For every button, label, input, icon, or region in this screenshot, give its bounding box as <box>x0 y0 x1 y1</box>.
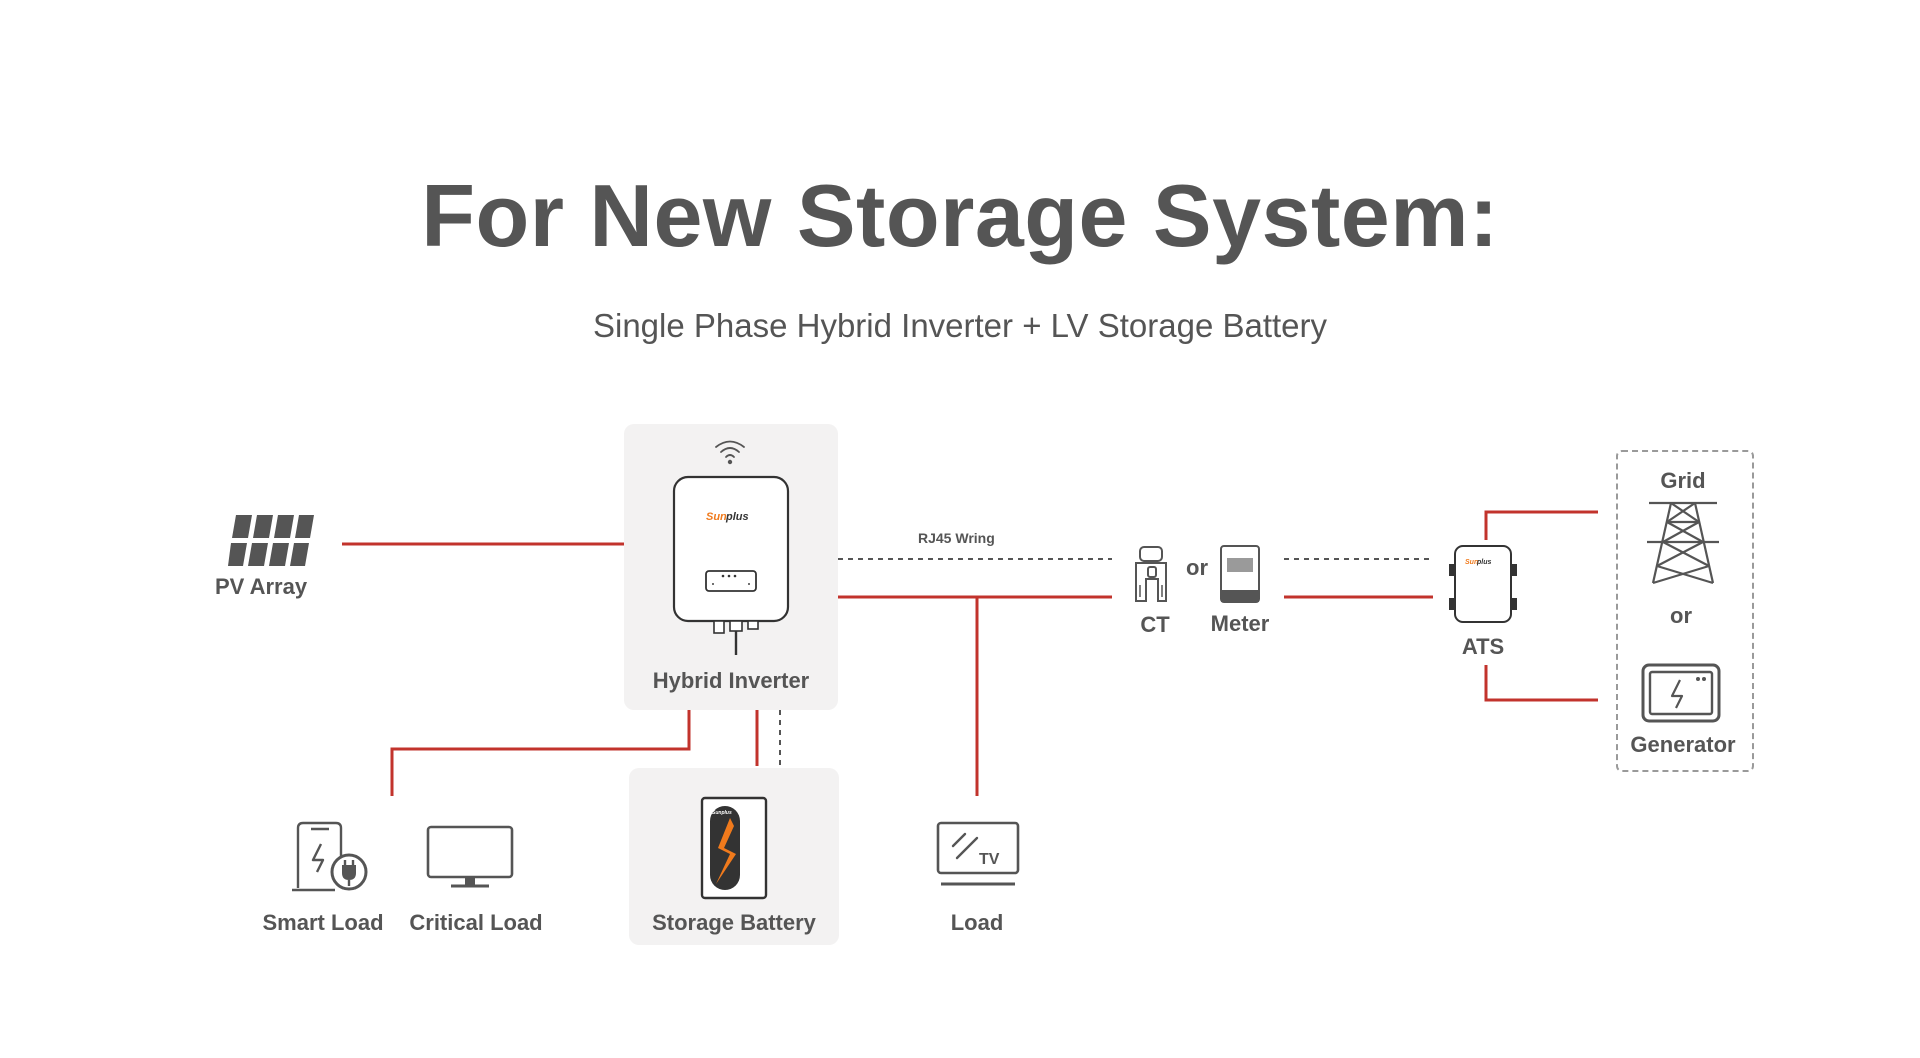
ats-to-generator-line <box>1484 665 1598 702</box>
inverter-to-smart-load-line <box>390 710 691 796</box>
grid-generator-or-label: or <box>1670 603 1692 628</box>
transmission-tower-icon <box>1647 501 1719 585</box>
generator-label: Generator <box>1630 732 1736 757</box>
meter-icon <box>1220 545 1260 603</box>
generator-icon <box>1641 663 1721 723</box>
grid-label: Grid <box>1660 468 1706 493</box>
ct-label: CT <box>1140 612 1170 637</box>
ats-to-grid-line <box>1484 510 1598 540</box>
pv-array-label: PV Array <box>214 574 308 599</box>
critical-load-label: Critical Load <box>409 910 543 935</box>
hybrid-inverter-icon: Sun plus <box>672 475 790 655</box>
storage-battery-label: Storage Battery <box>652 910 816 935</box>
svg-text:Sunplus: Sunplus <box>712 810 732 816</box>
monitor-icon <box>426 825 514 888</box>
ats-label: ATS <box>1461 634 1505 659</box>
svg-text:plus: plus <box>1476 559 1491 566</box>
page-subtitle: Single Phase Hybrid Inverter + LV Storag… <box>592 307 1328 344</box>
smart-load-icon <box>292 821 368 892</box>
rj45-label: RJ45 Wring <box>918 530 995 546</box>
wifi-icon <box>715 440 745 465</box>
grid-generator-box <box>1616 450 1754 772</box>
page-title: For New Storage System: <box>421 166 1499 265</box>
tv-icon-text: TV <box>979 851 1000 868</box>
power-lines <box>342 510 1598 796</box>
ats-icon: Sun plus <box>1449 545 1517 623</box>
tv-icon: TV <box>936 821 1020 886</box>
svg-text:Sun: Sun <box>706 511 727 523</box>
meter-label: Meter <box>1210 611 1270 636</box>
comm-lines <box>779 558 1433 766</box>
solar-panel-icon <box>228 515 314 566</box>
hybrid-inverter-label: Hybrid Inverter <box>652 668 810 693</box>
smart-load-label: Smart Load <box>262 910 384 935</box>
svg-text:Sun: Sun <box>1465 559 1478 566</box>
storage-battery-icon: Sunplus <box>700 796 768 900</box>
ct-meter-or-label: or <box>1186 555 1208 580</box>
load-label: Load <box>950 910 1004 935</box>
svg-text:plus: plus <box>725 511 749 523</box>
ct-clamp-icon <box>1135 546 1167 602</box>
